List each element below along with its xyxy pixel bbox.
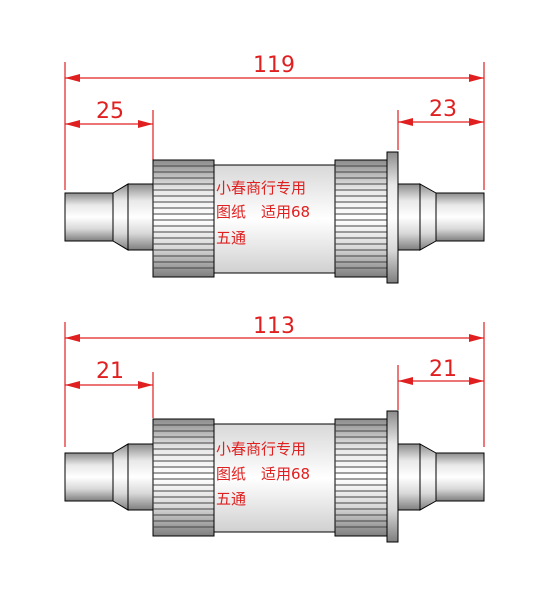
dimension-left-offset: 21 bbox=[65, 359, 154, 418]
right-cup-threads bbox=[335, 165, 387, 269]
left-spindle bbox=[64, 192, 114, 242]
bottom-bracket-part bbox=[64, 410, 485, 543]
left-cup bbox=[152, 159, 215, 278]
right-cup bbox=[334, 418, 388, 537]
right-spindle-taper bbox=[419, 183, 437, 251]
right-spindle-taper bbox=[419, 443, 437, 511]
dimension-overall: 113 bbox=[64, 314, 485, 447]
right-shoulder bbox=[397, 183, 421, 251]
center-sleeve bbox=[213, 164, 336, 274]
drawing-113: 113 21 21 bbox=[64, 314, 485, 543]
dimension-overall: 119 bbox=[64, 53, 485, 190]
right-offset-label: 21 bbox=[429, 357, 457, 382]
right-cup-threads bbox=[335, 424, 387, 528]
left-spindle bbox=[64, 452, 114, 502]
left-offset-label: 25 bbox=[96, 99, 124, 124]
right-cup bbox=[334, 159, 388, 278]
left-cup bbox=[152, 418, 215, 537]
bottom-bracket-part bbox=[64, 151, 485, 284]
right-cup-flange bbox=[386, 151, 399, 284]
dimension-left-offset: 25 bbox=[65, 99, 154, 160]
right-spindle bbox=[435, 452, 485, 502]
overall-length-label: 119 bbox=[253, 53, 295, 78]
dimension-right-offset: 21 bbox=[397, 357, 484, 410]
overall-length-label: 113 bbox=[253, 314, 295, 339]
right-offset-label: 23 bbox=[429, 97, 457, 122]
right-shoulder bbox=[397, 443, 421, 511]
note-line-3: 五通 bbox=[216, 490, 246, 508]
drawing-119: 119 25 23 bbox=[64, 53, 485, 284]
note-text: 小春商行专用 图纸 适用68 五通 bbox=[216, 179, 310, 247]
left-spindle-taper bbox=[112, 443, 129, 511]
note-text: 小春商行专用 图纸 适用68 五通 bbox=[216, 440, 310, 508]
note-line-2: 图纸 适用68 bbox=[216, 203, 310, 221]
note-line-1: 小春商行专用 bbox=[216, 179, 306, 197]
dimension-right-offset: 23 bbox=[397, 97, 484, 150]
right-cup-flange bbox=[386, 410, 399, 543]
center-sleeve bbox=[213, 423, 336, 533]
note-line-3: 五通 bbox=[216, 229, 246, 247]
note-line-2: 图纸 适用68 bbox=[216, 465, 310, 483]
right-spindle bbox=[435, 192, 485, 242]
left-cup-threads bbox=[153, 165, 214, 269]
left-shoulder bbox=[127, 183, 154, 251]
left-offset-label: 21 bbox=[96, 359, 124, 384]
left-shoulder bbox=[127, 443, 154, 511]
left-spindle-taper bbox=[112, 183, 129, 251]
left-cup-threads bbox=[153, 424, 214, 528]
note-line-1: 小春商行专用 bbox=[216, 440, 306, 458]
